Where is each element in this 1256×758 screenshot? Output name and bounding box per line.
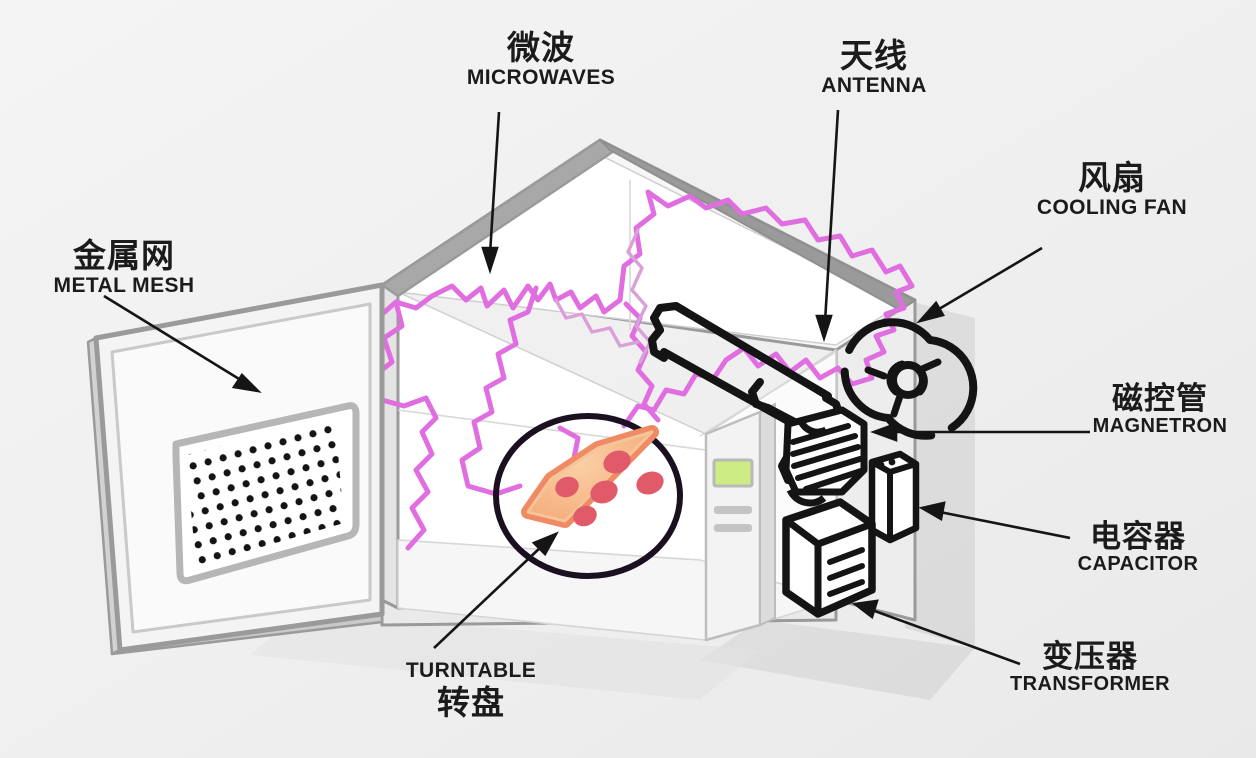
label-magnetron-en: MAGNETRON (1092, 415, 1228, 438)
control-panel-display (712, 458, 754, 488)
label-cooling-fan-en: COOLING FAN (1036, 195, 1188, 219)
label-transformer-cn: 变压器 (1041, 639, 1138, 674)
label-transformer-en: TRANSFORMER (1010, 673, 1170, 696)
label-magnetron-cn: 磁控管 (1112, 381, 1208, 416)
transformer (782, 498, 876, 618)
label-cooling-fan: 风扇 COOLING FAN (1037, 160, 1187, 219)
label-capacitor: 电容器 CAPACITOR (1078, 520, 1199, 576)
control-panel (704, 402, 776, 642)
label-microwaves: 微波 MICROWAVES (467, 30, 615, 89)
pizza-slice (521, 425, 664, 528)
label-metal-mesh-cn: 金属网 (72, 237, 175, 274)
cooling-fan (840, 318, 978, 440)
label-metal-mesh: 金属网 METAL MESH (54, 238, 195, 297)
label-antenna-cn: 天线 (840, 37, 908, 74)
label-magnetron: 磁控管 MAGNETRON (1093, 382, 1228, 438)
label-antenna: 天线 ANTENNA (821, 38, 926, 97)
label-turntable: TURNTABLE 转盘 (405, 659, 537, 721)
label-cooling-fan-cn: 风扇 (1077, 159, 1146, 196)
oven-shadow (250, 300, 975, 700)
label-antenna-en: ANTENNA (821, 73, 927, 97)
capacitor (868, 450, 920, 544)
label-turntable-cn: 转盘 (436, 683, 505, 721)
leader-lines (103, 109, 1090, 666)
label-metal-mesh-en: METAL MESH (53, 273, 195, 297)
label-microwaves-en: MICROWAVES (466, 65, 616, 89)
label-capacitor-cn: 电容器 (1090, 519, 1186, 554)
magnetron (782, 406, 868, 507)
label-turntable-en: TURNTABLE (405, 659, 537, 682)
label-microwaves-cn: 微波 (506, 29, 575, 66)
label-transformer: 变压器 TRANSFORMER (1010, 640, 1170, 696)
oven-door (86, 282, 385, 656)
turntable-plate (493, 413, 683, 579)
label-capacitor-en: CAPACITOR (1077, 553, 1199, 576)
